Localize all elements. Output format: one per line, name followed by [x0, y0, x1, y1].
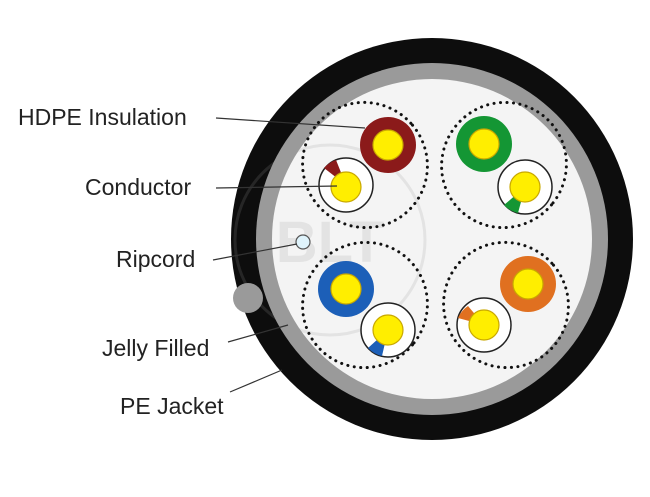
- label-hdpe-insulation: HDPE Insulation: [18, 104, 187, 130]
- watermark-logo: BLT: [233, 143, 427, 337]
- leader-insulation: [215, 117, 366, 129]
- conductor-green-stripe: [509, 171, 541, 203]
- conductor-orange-stripe: [468, 309, 500, 341]
- label-pe-jacket: PE Jacket: [120, 393, 224, 419]
- leader-jacket: [229, 369, 283, 393]
- pair-binder-red: [301, 100, 429, 230]
- conductor-orange: [512, 268, 544, 300]
- pair-group-orange: [442, 240, 570, 370]
- conductor-blue-stripe: [372, 314, 404, 346]
- leader-jelly: [227, 324, 289, 343]
- svg-text:BLT: BLT: [276, 210, 384, 275]
- conductor-green: [468, 128, 500, 160]
- pair-group-green: [440, 100, 568, 230]
- label-conductor: Conductor: [85, 174, 191, 200]
- conductor-blue: [330, 273, 362, 305]
- leader-conductor: [215, 185, 338, 189]
- jelly-blob: [233, 283, 263, 313]
- pair-group-blue: [301, 240, 429, 370]
- pair-binder-blue: [301, 240, 429, 370]
- leader-ripcord: [212, 243, 298, 261]
- pair-binder-orange: [442, 240, 570, 370]
- pair-group-red: [301, 100, 429, 230]
- conductor-red-stripe: [330, 171, 362, 203]
- pair-binder-green: [440, 100, 568, 230]
- label-ripcord: Ripcord: [116, 246, 195, 272]
- conductor-red: [372, 129, 404, 161]
- label-jelly-filled: Jelly Filled: [102, 335, 209, 361]
- ripcord: [295, 234, 311, 250]
